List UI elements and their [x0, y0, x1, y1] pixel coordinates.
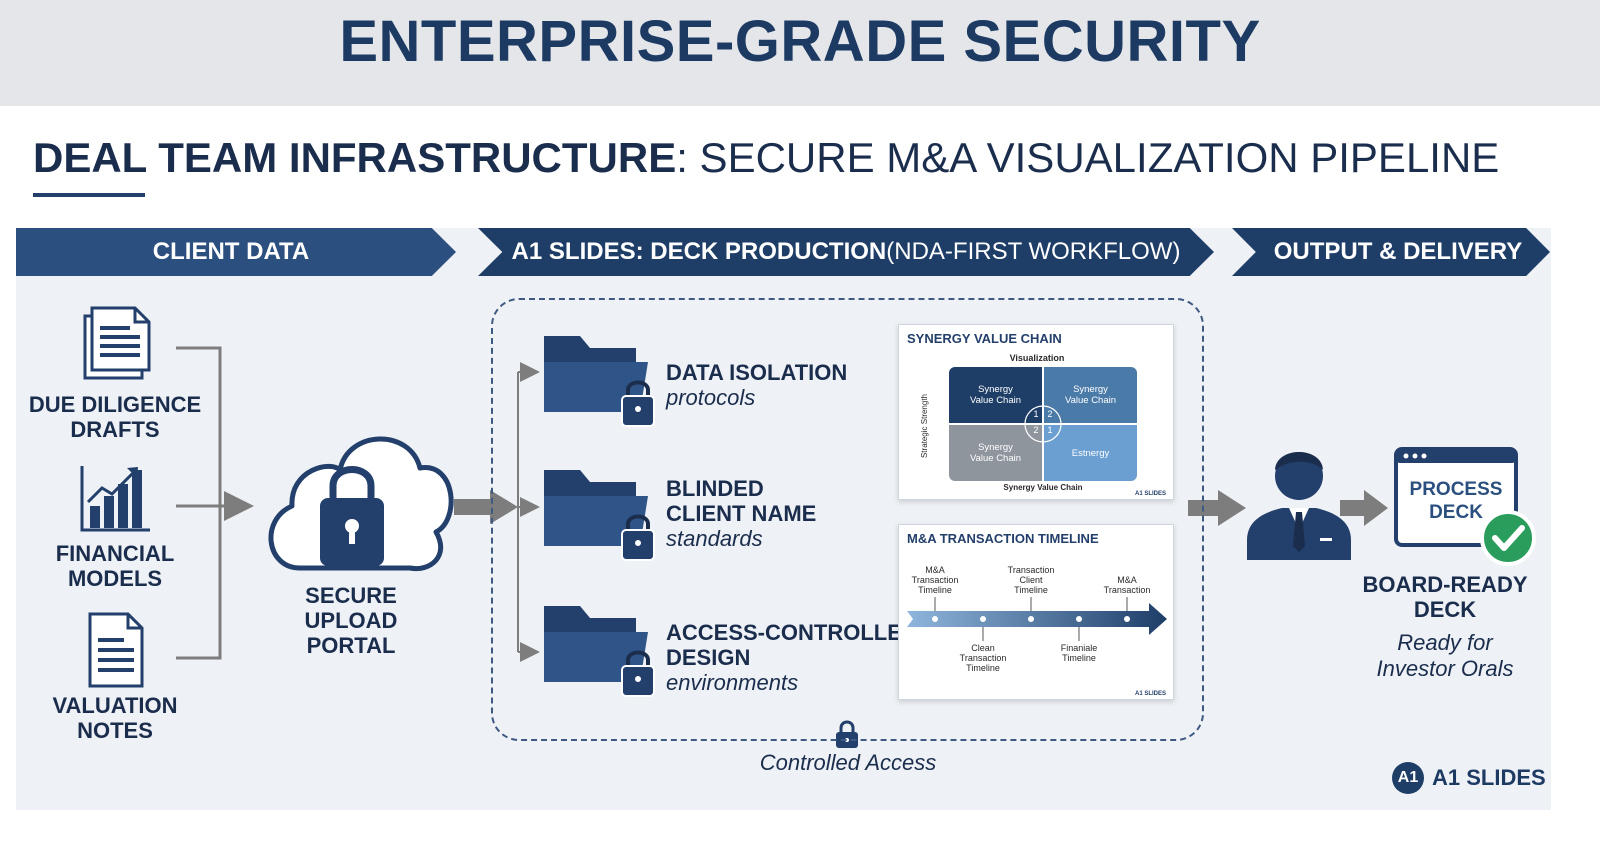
timeline-arrow — [907, 597, 1167, 641]
document-icon — [88, 612, 144, 688]
stage-label-production-note: (NDA-FIRST WORKFLOW) — [886, 238, 1181, 265]
cloud-lock-icon — [268, 436, 454, 572]
locked-folder-icon — [544, 470, 655, 561]
brand-name: A1 SLIDES — [1432, 765, 1546, 790]
feature-title-data-isolation: DATA ISOLATION — [666, 360, 848, 385]
stage-banner-output: OUTPUT & DELIVERY — [1232, 228, 1550, 276]
controlled-access-label: Controlled Access — [759, 750, 937, 775]
flow-arrow — [454, 490, 518, 524]
synergy-quadrant: Estnergy — [1044, 425, 1137, 481]
stage-label-production: A1 SLIDES: DECK PRODUCTION — [511, 238, 887, 265]
flow-arrow — [1340, 490, 1388, 526]
synergy-marker: 2 — [1033, 425, 1039, 435]
synergy-value-chain-card: SYNERGY VALUE CHAIN Visualization Strate… — [898, 324, 1174, 500]
synergy-marker: 1 — [1047, 425, 1053, 435]
brand-badge: A1 — [1392, 762, 1424, 794]
feature-sub-environments: environments — [666, 670, 799, 695]
bar-chart-icon — [80, 466, 150, 532]
synergy-top-label: Visualization — [1009, 353, 1065, 363]
stage-label-output: OUTPUT & DELIVERY — [1273, 238, 1523, 265]
stage-label-client-data: CLIENT DATA — [152, 238, 310, 265]
card-logo: A1 SLIDES — [1135, 491, 1167, 497]
branch-connectors — [517, 362, 540, 662]
locked-folder-icon — [544, 336, 655, 427]
card-title-timeline: M&A TRANSACTION TIMELINE — [907, 531, 1099, 546]
brand-logo: A1 A1 SLIDES — [1392, 762, 1546, 794]
input-connectors — [176, 346, 254, 660]
page-subtitle: DEAL TEAM INFRASTRUCTURE: SECURE M&A VIS… — [33, 134, 1499, 182]
feature-sub-standards: standards — [666, 526, 763, 551]
document-icon — [83, 306, 151, 380]
feature-sub-protocols: protocols — [666, 385, 756, 410]
page-title: ENTERPRISE-GRADE SECURITY — [339, 9, 1261, 74]
header-band — [0, 0, 1600, 106]
subtitle-bold: DEAL TEAM INFRASTRUCTURE — [33, 134, 677, 181]
synergy-center-circle — [1024, 405, 1062, 443]
controlled-access-boundary — [491, 298, 1204, 741]
locked-folder-icon — [544, 606, 655, 697]
card-logo: A1 SLIDES — [1135, 691, 1167, 697]
flow-arrow — [1188, 490, 1246, 526]
check-circle-icon — [1480, 510, 1536, 566]
stage-banner-client-data: CLIENT DATA — [16, 228, 456, 276]
subtitle-underline — [33, 193, 145, 197]
card-title-synergy: SYNERGY VALUE CHAIN — [907, 331, 1062, 346]
subtitle-rest: : SECURE M&A VISUALIZATION PIPELINE — [676, 134, 1500, 181]
stage-banner-production: A1 SLIDES: DECK PRODUCTION (NDA-FIRST WO… — [478, 228, 1214, 276]
synergy-marker: 1 — [1033, 409, 1039, 419]
synergy-bottom-label: Synergy Value Chain — [1003, 483, 1083, 492]
executive-icon — [1247, 452, 1351, 560]
synergy-marker: 2 — [1047, 409, 1053, 419]
